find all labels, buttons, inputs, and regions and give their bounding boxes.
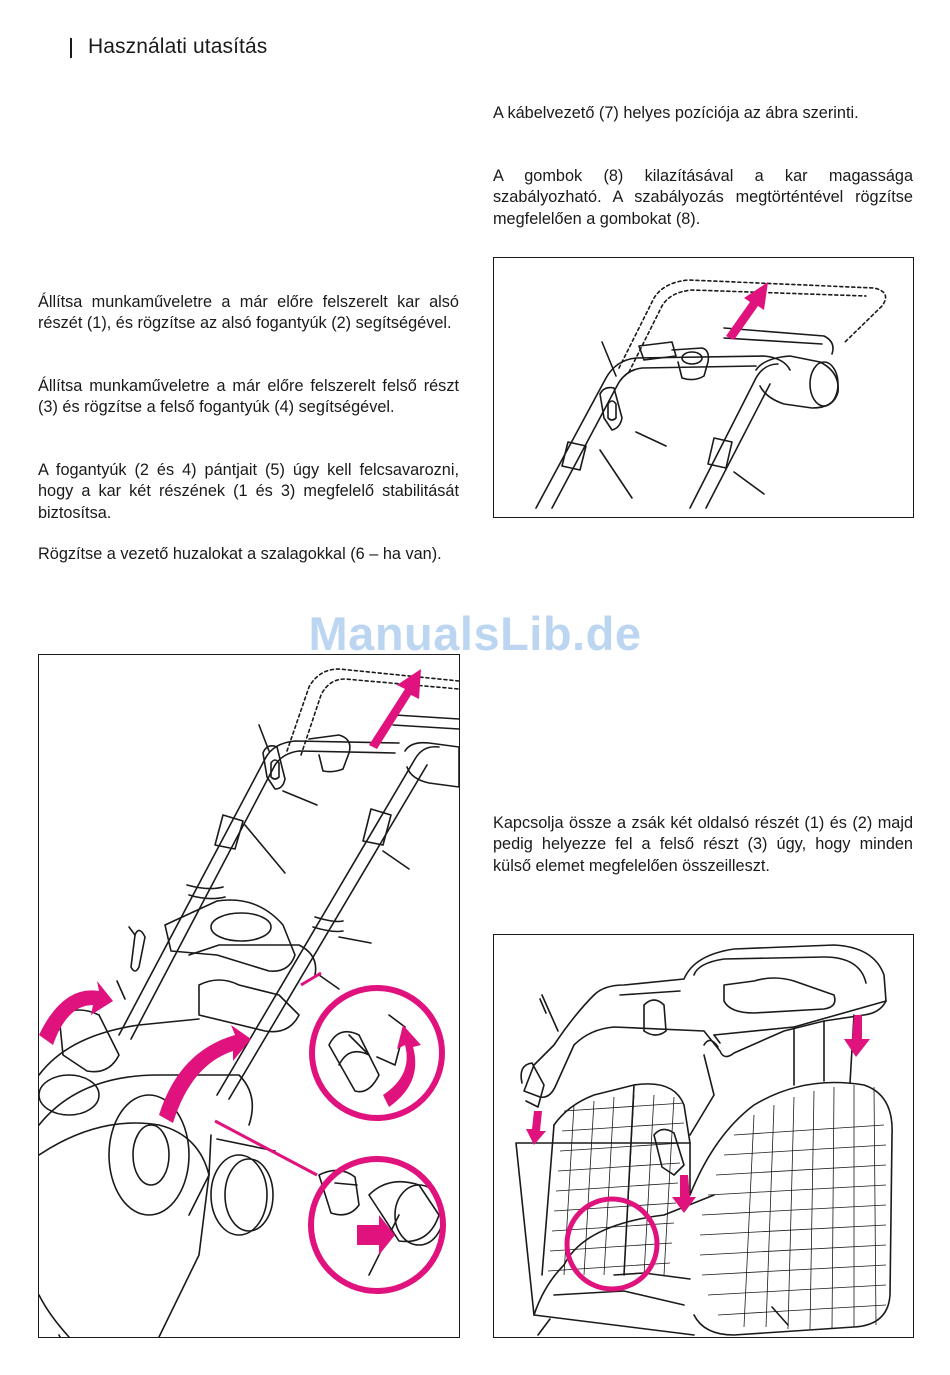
grass-bag-illustration <box>515 944 893 1336</box>
grass-bag-figure <box>493 934 914 1338</box>
handle-assembly-figure <box>38 654 460 1338</box>
page-title: Használati utasítás <box>88 35 268 58</box>
watermark: ManualsLib.de <box>308 607 642 660</box>
cable-ties-paragraph: Rögzítse a vezető huzalokat a szalagokka… <box>38 545 442 563</box>
handle-adjust-figure <box>493 257 914 518</box>
handle-assembly-illustration <box>39 668 459 1337</box>
strap-paragraph: A fogantyúk (2 és 4) pántjait (5) úgy ke… <box>38 461 459 522</box>
header-rule <box>70 38 72 58</box>
knob-adjust-paragraph: A gombok (8) kilazításával a kar magassá… <box>493 167 913 228</box>
cable-guide-paragraph: A kábelvezető (7) helyes pozíciója az áb… <box>493 104 859 122</box>
handle-adjust-illustration <box>535 279 887 509</box>
lower-handle-paragraph: Állítsa munkaműveletre a már előre felsz… <box>38 293 459 333</box>
grass-bag-paragraph: Kapcsolja össze a zsák két oldalsó részé… <box>493 814 913 875</box>
upper-handle-paragraph: Állítsa munkaműveletre a már előre felsz… <box>38 377 459 417</box>
